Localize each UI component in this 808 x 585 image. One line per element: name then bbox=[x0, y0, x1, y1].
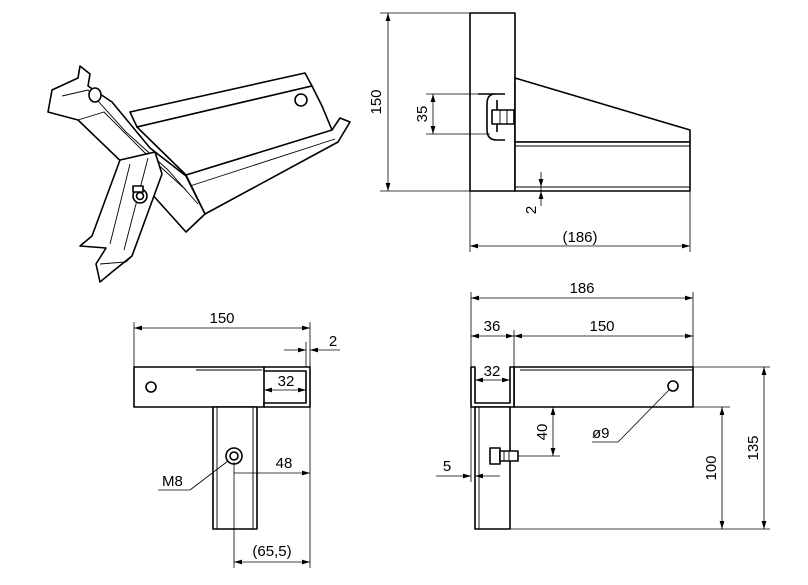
dim-side-slot: 35 bbox=[414, 106, 431, 123]
label-thread: M8 bbox=[162, 473, 183, 490]
front-hole bbox=[667, 380, 679, 392]
dim-front-total: 186 bbox=[569, 280, 594, 297]
side-u-bolt bbox=[478, 93, 505, 141]
dim-front-gap: 5 bbox=[443, 458, 451, 475]
side-lower-channel bbox=[514, 141, 691, 192]
dim-front-right: 150 bbox=[589, 318, 614, 335]
iso-arm-hole bbox=[294, 93, 308, 107]
front-bolt-head bbox=[489, 447, 501, 465]
iso-back-channel bbox=[47, 65, 206, 233]
side-arm-web bbox=[514, 77, 691, 143]
dim-front-left: 36 bbox=[484, 318, 501, 335]
label-hole: ø9 bbox=[592, 425, 610, 442]
dim-top-channel: 32 bbox=[278, 373, 295, 390]
isometric-view bbox=[47, 65, 351, 283]
dim-front-channel: 32 bbox=[484, 363, 501, 380]
dim-top-thickness: 2 bbox=[329, 333, 337, 350]
dim-top-offset: 48 bbox=[276, 455, 293, 472]
dim-top-overall: (65,5) bbox=[252, 543, 291, 560]
side-bolt-nut bbox=[491, 109, 515, 125]
front-arm bbox=[513, 366, 694, 408]
dim-side-overall: (186) bbox=[562, 229, 597, 246]
dim-side-height: 150 bbox=[368, 89, 385, 114]
iso-bolt-nut bbox=[135, 191, 145, 201]
top-bolt-inner bbox=[229, 451, 239, 461]
side-view: 150 35 2 (186) bbox=[368, 12, 691, 252]
top-hole bbox=[145, 381, 157, 393]
dim-top-width: 150 bbox=[209, 310, 234, 327]
side-back-plate bbox=[469, 12, 516, 192]
dim-front-height-100: 100 bbox=[703, 455, 720, 480]
top-leg bbox=[212, 406, 258, 530]
front-view: 186 36 150 32 40 ø9 5 100 135 bbox=[436, 280, 770, 530]
top-view: 150 2 32 48 (65,5) M8 bbox=[133, 310, 340, 568]
front-leg bbox=[474, 406, 511, 530]
dim-side-thickness: 2 bbox=[523, 206, 540, 214]
dim-front-height-135: 135 bbox=[745, 435, 762, 460]
dim-front-bolt-height: 40 bbox=[534, 424, 551, 441]
iso-back-hole bbox=[88, 87, 102, 103]
iso-bolt-shank bbox=[132, 185, 144, 193]
